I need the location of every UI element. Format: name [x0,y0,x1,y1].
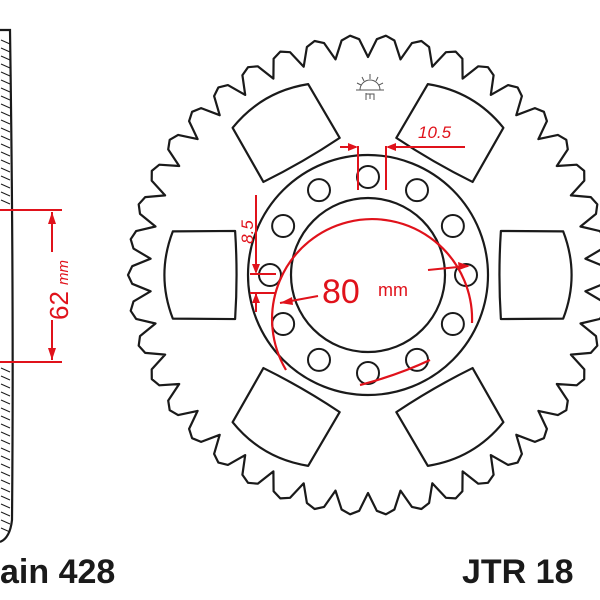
hole-spacing-value: 10.5 [418,123,452,142]
side-tooth-hatch [0,71,11,77]
lightening-window [498,229,573,321]
side-tooth-hatch [0,111,11,117]
side-tooth-hatch [0,79,11,85]
side-tooth-hatch [0,503,11,509]
side-tooth-hatch [0,159,11,165]
part-number-label: JTR 18 [462,553,574,591]
side-tooth-hatch [0,183,11,189]
chain-label: ain 428 [0,553,116,591]
side-tooth-hatch [0,199,11,205]
sun-logo [356,74,384,100]
lightening-window [231,366,341,467]
side-tooth-hatch [0,495,11,501]
bolt-hole [405,347,429,372]
side-tooth-hatch [0,47,11,53]
side-tooth-hatch [0,399,11,405]
side-tooth-hatch [0,447,11,453]
side-tooth-hatch [0,407,11,413]
side-dimension-value: 62mm [44,260,74,320]
bolt-circle-value: 80 [322,273,360,311]
bolt-hole [271,214,296,238]
side-tooth-hatch [0,439,11,445]
side-tooth-hatch [0,143,11,149]
side-tooth-hatch [0,39,11,45]
bolt-hole [356,165,380,189]
bolt-hole [440,312,465,336]
side-tooth-hatch [0,423,11,429]
lightening-window [231,83,341,184]
lightening-window [395,366,505,467]
side-tooth-hatch [0,191,11,197]
side-tooth-hatch [0,135,11,141]
side-tooth-hatch [0,63,11,69]
center-bore [289,196,447,354]
lightening-window [395,83,505,184]
side-tooth-hatch [0,471,11,477]
side-tooth-hatch [0,103,11,109]
side-tooth-hatch [0,87,11,93]
side-tooth-hatch [0,431,11,437]
side-tooth-hatch [0,463,11,469]
dimension-lines [0,143,474,387]
side-tooth-hatch [0,175,11,181]
diam-arrowheads [252,264,260,303]
side-tooth-hatch [0,167,11,173]
spacing-arrowheads [348,143,396,151]
side-tooth-hatch [0,119,11,125]
side-tooth-hatch [0,527,11,533]
bolt-circle-unit: mm [378,280,408,300]
bolt-hole [405,178,429,203]
side-tooth-hatch [0,367,11,373]
side-tooth-hatch [0,127,11,133]
side-tooth-hatch [0,375,11,381]
hole-diameter-value: 8.5 [238,220,257,244]
bolt-hole [356,361,380,385]
hub-ring [246,153,490,397]
side-tooth-hatch [0,415,11,421]
bolt-circle-arc-lower [359,359,431,387]
bolt-circle-arc [271,218,474,371]
side-tooth-hatch [0,511,11,517]
side-tooth-hatch [0,151,11,157]
sprocket-teeth-outline [126,34,600,516]
bolt-hole [440,214,465,238]
side-tooth-hatch [0,519,11,525]
sprocket-front-view [126,34,600,516]
sprocket-side-view [0,28,14,544]
side-tooth-hatch [0,455,11,461]
side-tooth-hatch [0,55,11,61]
lightening-window [163,229,238,321]
bolt-hole [307,178,331,203]
side-tooth-hatch [0,479,11,485]
side-tooth-hatch [0,383,11,389]
side-tooth-hatch [0,95,11,101]
side-tooth-hatch [0,487,11,493]
side-tooth-hatch [0,391,11,397]
bolt-hole [307,347,331,372]
bolt-hole [271,312,296,336]
